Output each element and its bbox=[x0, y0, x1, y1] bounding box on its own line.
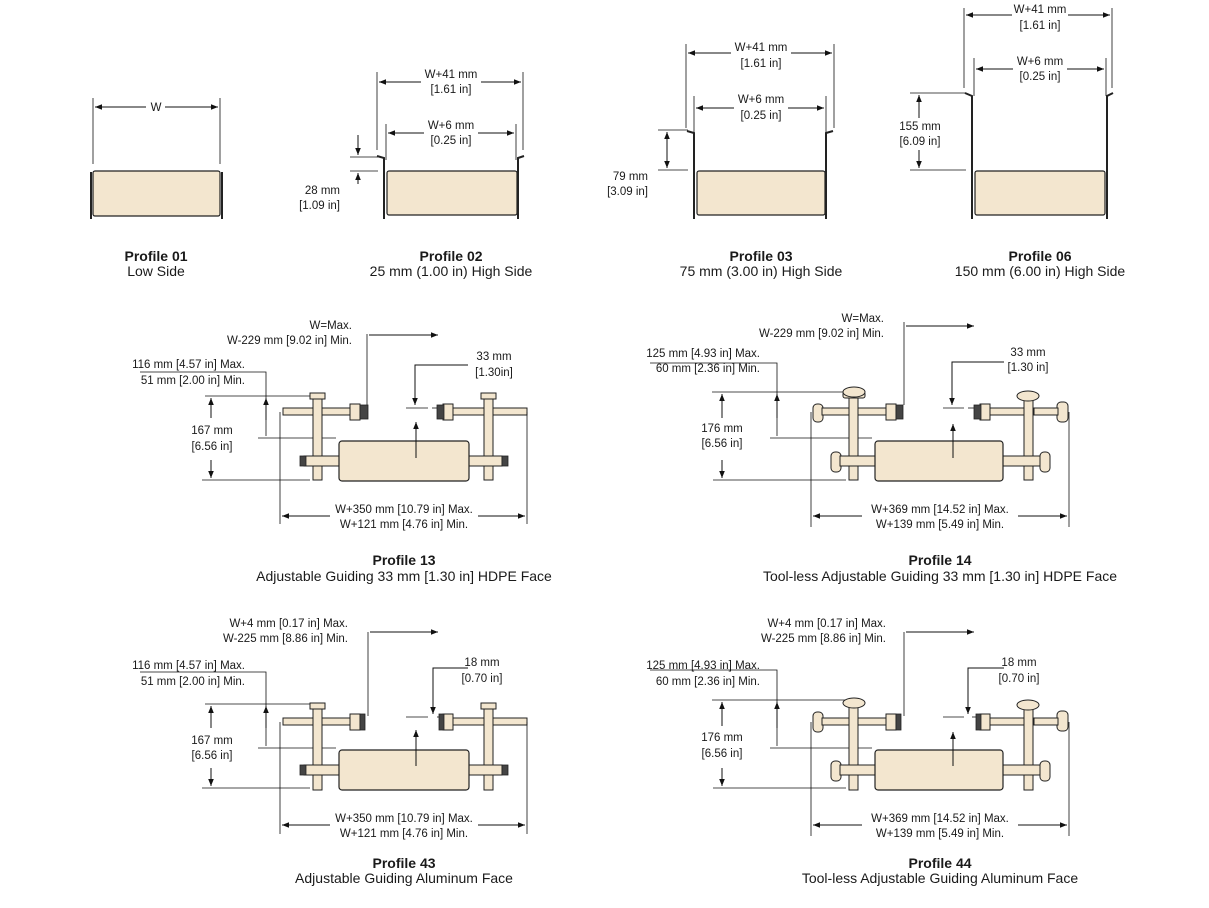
p01-subtitle: Low Side bbox=[127, 263, 185, 279]
p13-gap-in: [1.30in] bbox=[475, 367, 513, 379]
p43-w-min: W-225 mm [8.86 in] Min. bbox=[223, 633, 348, 645]
p13-roller bbox=[338, 440, 470, 482]
p02-height-in: [1.09 in] bbox=[299, 200, 340, 212]
p06-height-mm: 155 mm bbox=[899, 121, 941, 133]
p14-w-max: W=Max. bbox=[842, 313, 885, 325]
p13-height-min: 51 mm [2.00 in] Min. bbox=[141, 375, 245, 387]
p06-outer-in: [1.61 in] bbox=[1020, 20, 1061, 32]
p03-inner-in: [0.25 in] bbox=[741, 110, 782, 122]
profile-13: W=Max. W-229 mm [9.02 in] Min. 33 mm [1.… bbox=[132, 320, 552, 584]
p43-subtitle: Adjustable Guiding Aluminum Face bbox=[295, 870, 513, 886]
p01-roller bbox=[92, 170, 221, 217]
p44-gap-mm: 18 mm bbox=[1001, 657, 1036, 669]
p43-height-max: 116 mm [4.57 in] Max. bbox=[132, 660, 245, 672]
p14-overall-min: W+139 mm [5.49 in] Min. bbox=[876, 519, 1004, 531]
p13-title: Profile 13 bbox=[372, 552, 435, 568]
p14-height-mm: 176 mm bbox=[701, 423, 743, 435]
p43-title: Profile 43 bbox=[372, 855, 435, 871]
p06-inner-mm: W+6 mm bbox=[1017, 56, 1063, 68]
profile-43: W+4 mm [0.17 in] Max. W-225 mm [8.86 in]… bbox=[132, 618, 528, 886]
p13-height-in: [6.56 in] bbox=[192, 441, 233, 453]
p13-overall-min: W+121 mm [4.76 in] Min. bbox=[340, 519, 468, 531]
p01-title: Profile 01 bbox=[124, 248, 187, 264]
p13-overall-max: W+350 mm [10.79 in] Max. bbox=[335, 504, 473, 516]
profile-01: W Profile 01 Low Side bbox=[90, 98, 223, 279]
p43-w-max: W+4 mm [0.17 in] Max. bbox=[229, 618, 348, 630]
p02-inner-mm: W+6 mm bbox=[428, 120, 474, 132]
p14-gap-in: [1.30 in] bbox=[1008, 362, 1049, 374]
p44-overall-max: W+369 mm [14.52 in] Max. bbox=[871, 813, 1009, 825]
p02-height-mm: 28 mm bbox=[305, 185, 340, 197]
p44-gap-in: [0.70 in] bbox=[999, 673, 1040, 685]
p44-w-min: W-225 mm [8.86 in] Min. bbox=[761, 633, 886, 645]
p02-inner-in: [0.25 in] bbox=[431, 135, 472, 147]
p43-height-mm: 167 mm bbox=[191, 735, 233, 747]
profile-03: W+41 mm [1.61 in] W+6 mm [0.25 in] 79 mm… bbox=[607, 42, 842, 279]
p44-height-max: 125 mm [4.93 in] Max. bbox=[646, 660, 760, 672]
p03-subtitle: 75 mm (3.00 in) High Side bbox=[680, 263, 843, 279]
p44-roller bbox=[874, 749, 1004, 791]
p44-overall-min: W+139 mm [5.49 in] Min. bbox=[876, 828, 1004, 840]
p13-w-max: W=Max. bbox=[310, 320, 353, 332]
p44-height-min: 60 mm [2.36 in] Min. bbox=[656, 676, 760, 688]
p01-width-label: W bbox=[151, 102, 162, 114]
p13-w-min: W-229 mm [9.02 in] Min. bbox=[227, 335, 352, 347]
profile-06: W+41 mm [1.61 in] W+6 mm [0.25 in] 155 m… bbox=[899, 4, 1125, 279]
p02-outer-in: [1.61 in] bbox=[431, 84, 472, 96]
p44-height-mm: 176 mm bbox=[701, 732, 743, 744]
p43-height-in: [6.56 in] bbox=[192, 750, 233, 762]
p13-subtitle: Adjustable Guiding 33 mm [1.30 in] HDPE … bbox=[256, 568, 552, 584]
p03-title: Profile 03 bbox=[729, 248, 792, 264]
p43-roller bbox=[338, 749, 470, 791]
p43-overall-min: W+121 mm [4.76 in] Min. bbox=[340, 828, 468, 840]
p14-height-min: 60 mm [2.36 in] Min. bbox=[656, 363, 760, 375]
p03-outer-in: [1.61 in] bbox=[741, 58, 782, 70]
p03-inner-mm: W+6 mm bbox=[738, 94, 784, 106]
p14-title: Profile 14 bbox=[908, 552, 971, 568]
p06-outer-mm: W+41 mm bbox=[1014, 4, 1067, 16]
p43-gap-mm: 18 mm bbox=[464, 657, 499, 669]
p02-subtitle: 25 mm (1.00 in) High Side bbox=[370, 263, 533, 279]
p06-inner-in: [0.25 in] bbox=[1020, 71, 1061, 83]
p03-outer-mm: W+41 mm bbox=[735, 42, 788, 54]
p44-title: Profile 44 bbox=[908, 855, 971, 871]
p14-height-max: 125 mm [4.93 in] Max. bbox=[646, 348, 760, 360]
p43-overall-max: W+350 mm [10.79 in] Max. bbox=[335, 813, 473, 825]
p44-w-max: W+4 mm [0.17 in] Max. bbox=[767, 618, 886, 630]
profile-44: W+4 mm [0.17 in] Max. W-225 mm [8.86 in]… bbox=[646, 618, 1078, 886]
p06-roller bbox=[974, 170, 1106, 216]
p14-subtitle: Tool-less Adjustable Guiding 33 mm [1.30… bbox=[763, 568, 1117, 584]
profile-02: W+41 mm [1.61 in] W+6 mm [0.25 in] 28 mm… bbox=[299, 69, 532, 279]
p06-subtitle: 150 mm (6.00 in) High Side bbox=[955, 263, 1126, 279]
p14-roller bbox=[874, 440, 1004, 482]
p13-height-mm: 167 mm bbox=[191, 425, 233, 437]
p02-roller bbox=[386, 170, 518, 216]
p02-outer-mm: W+41 mm bbox=[425, 69, 478, 81]
p03-height-mm: 79 mm bbox=[613, 171, 648, 183]
p14-overall-max: W+369 mm [14.52 in] Max. bbox=[871, 504, 1009, 516]
p13-gap-mm: 33 mm bbox=[476, 351, 511, 363]
p14-gap-mm: 33 mm bbox=[1010, 347, 1045, 359]
p03-height-in: [3.09 in] bbox=[607, 186, 648, 198]
p06-title: Profile 06 bbox=[1008, 248, 1071, 264]
p43-gap-in: [0.70 in] bbox=[462, 673, 503, 685]
p43-height-min: 51 mm [2.00 in] Min. bbox=[141, 676, 245, 688]
p14-height-in: [6.56 in] bbox=[702, 438, 743, 450]
p02-title: Profile 02 bbox=[419, 248, 482, 264]
p44-subtitle: Tool-less Adjustable Guiding Aluminum Fa… bbox=[802, 870, 1078, 886]
p13-height-max: 116 mm [4.57 in] Max. bbox=[132, 359, 245, 371]
p06-height-in: [6.09 in] bbox=[900, 136, 941, 148]
p44-height-in: [6.56 in] bbox=[702, 748, 743, 760]
p03-roller bbox=[696, 170, 826, 216]
p14-w-min: W-229 mm [9.02 in] Min. bbox=[759, 328, 884, 340]
profile-14: W=Max. W-229 mm [9.02 in] Min. 33 mm [1.… bbox=[646, 313, 1117, 584]
